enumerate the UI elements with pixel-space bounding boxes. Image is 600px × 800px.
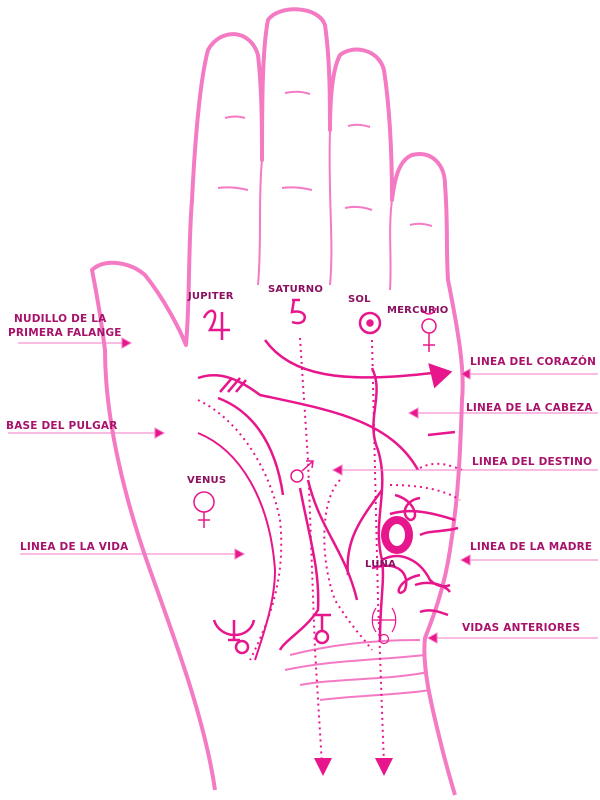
mars-symbol-icon [290,460,314,483]
dotted-lines [197,337,463,766]
destiny-line [370,367,385,641]
label-base-pulgar: BASE DEL PULGAR [6,420,118,432]
neptune-symbol-icon [212,619,256,655]
label-nudillo-line2: PRIMERA FALANGE [8,327,122,339]
sol-down-arrow [375,758,393,776]
saturn-down-arrow [314,758,332,776]
palm-lines [197,339,459,661]
label-linea-cabeza: LINEA DE LA CABEZA [466,402,593,414]
mercury-symbol-icon [421,307,437,352]
pointer-arrows [8,337,598,644]
uranus-symbol-icon [313,613,331,645]
moon-symbol-icon [381,516,413,554]
mount-mercurio-label: MERCURIO [387,305,449,316]
mount-luna-label: LUÑA [365,559,397,570]
jupiter-symbol-icon [202,309,230,340]
label-linea-vida: LINEA DE LA VIDA [20,541,129,553]
heart-line-arrowhead [428,363,453,389]
mount-saturno-label: SATURNO [268,284,324,295]
mother-line-loop [394,493,421,522]
label-linea-madre: LINEA DE LA MADRE [470,541,593,553]
head-line-marks [219,377,247,393]
heart-line [263,339,441,379]
mount-jupiter-label: JUPITER [188,291,234,302]
sun-symbol-icon [358,311,382,335]
hand-outline [90,7,465,796]
label-vidas-anteriores: VIDAS ANTERIORES [462,622,581,634]
life-line [197,432,277,661]
saturn-symbol-icon [290,298,306,325]
label-linea-corazon: LINEA DEL CORAZÓN [470,356,597,368]
mount-venus-label: VENUS [187,475,227,486]
venus-symbol-icon [193,491,215,528]
head-line [197,373,420,471]
planet-symbols [193,298,437,655]
mount-sol-label: SOL [348,294,371,305]
finger-creases [217,90,433,701]
label-linea-destino: LINEA DEL DESTINO [472,456,593,468]
luna-loop [371,564,421,594]
label-nudillo-line1: NUDILLO DE LA [14,313,107,325]
pisces-symbol-icon [371,607,397,645]
